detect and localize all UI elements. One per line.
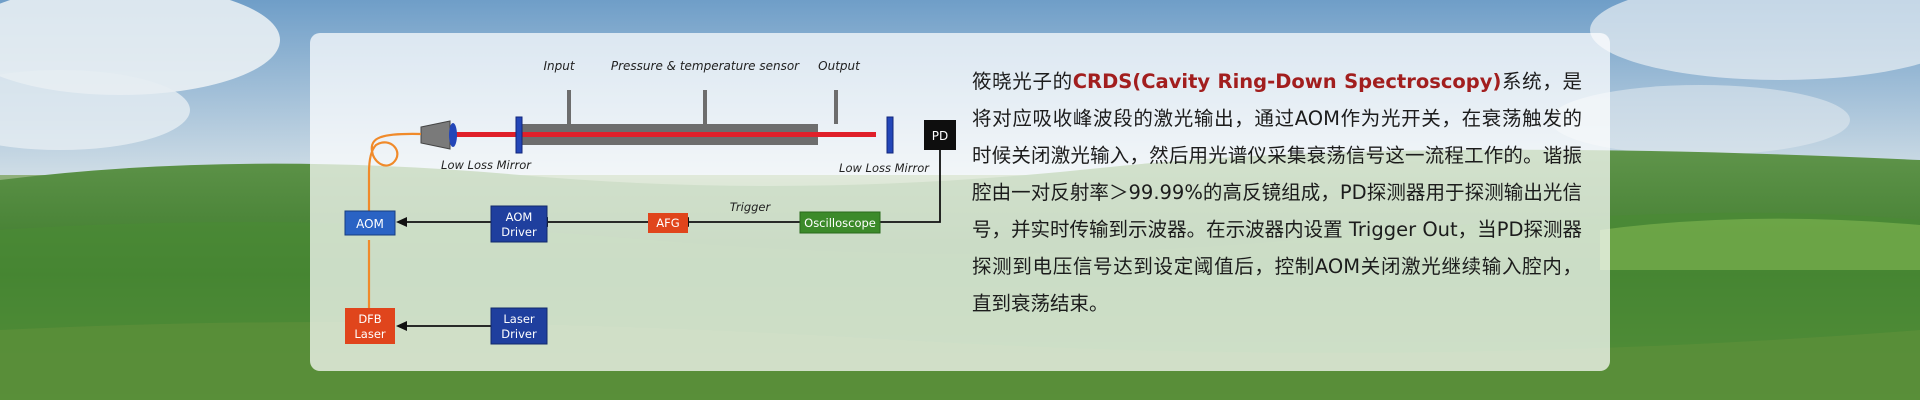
aom-driver-label-1: AOM — [506, 210, 533, 224]
aom-label: AOM — [356, 217, 384, 231]
afg-label: AFG — [656, 216, 679, 230]
fiber-path — [367, 132, 422, 224]
mirror-right — [886, 116, 894, 154]
arrow-to-dfb — [396, 321, 407, 331]
dfb-laser-box — [345, 308, 395, 344]
mirror-left-label: Low Loss Mirror — [441, 158, 532, 172]
aom-box — [344, 210, 396, 236]
content-panel: PD AOM AOM Driver AFG Oscilloscope DFB L… — [310, 33, 1610, 371]
description-text: 筱晓光子的CRDS(Cavity Ring-Down Spectroscopy)… — [972, 63, 1582, 322]
mirror-right-label: Low Loss Mirror — [839, 161, 930, 175]
input-label: Input — [543, 59, 575, 73]
collimator-lens — [449, 123, 457, 147]
laser-beam — [456, 132, 876, 137]
pd-label: PD — [932, 129, 948, 143]
arrow-to-aom — [396, 217, 407, 227]
trigger-label: Trigger — [730, 200, 772, 214]
pd-detector — [924, 120, 956, 150]
laser-driver-label-1: Laser — [503, 312, 535, 326]
oscilloscope-label: Oscilloscope — [804, 216, 876, 230]
laser-driver-label-2: Driver — [501, 327, 537, 341]
sensor-label: Pressure & temperature sensor — [611, 59, 800, 73]
dfb-laser-label-1: DFB — [358, 312, 381, 326]
collimator — [420, 120, 451, 150]
crds-setup-diagram: PD AOM AOM Driver AFG Oscilloscope DFB L… — [344, 59, 956, 345]
output-label: Output — [818, 59, 861, 73]
description-body: 系统，是将对应吸收峰波段的激光输出，通过AOM作为光开关，在衰荡触发的时候关闭激… — [972, 70, 1582, 315]
input-port — [567, 90, 571, 124]
aom-driver-label-2: Driver — [501, 225, 537, 239]
description-highlight: CRDS(Cavity Ring-Down Spectroscopy) — [1072, 70, 1502, 93]
aom-driver-box — [490, 205, 548, 243]
output-port — [834, 90, 838, 124]
mirror-left — [515, 116, 523, 154]
afg-box — [648, 213, 688, 233]
sensor-port — [703, 90, 707, 124]
dfb-laser-label-2: Laser — [354, 327, 386, 341]
description-prefix: 筱晓光子的 — [972, 70, 1073, 93]
laser-driver-box — [490, 307, 548, 345]
oscilloscope-box — [799, 211, 881, 234]
